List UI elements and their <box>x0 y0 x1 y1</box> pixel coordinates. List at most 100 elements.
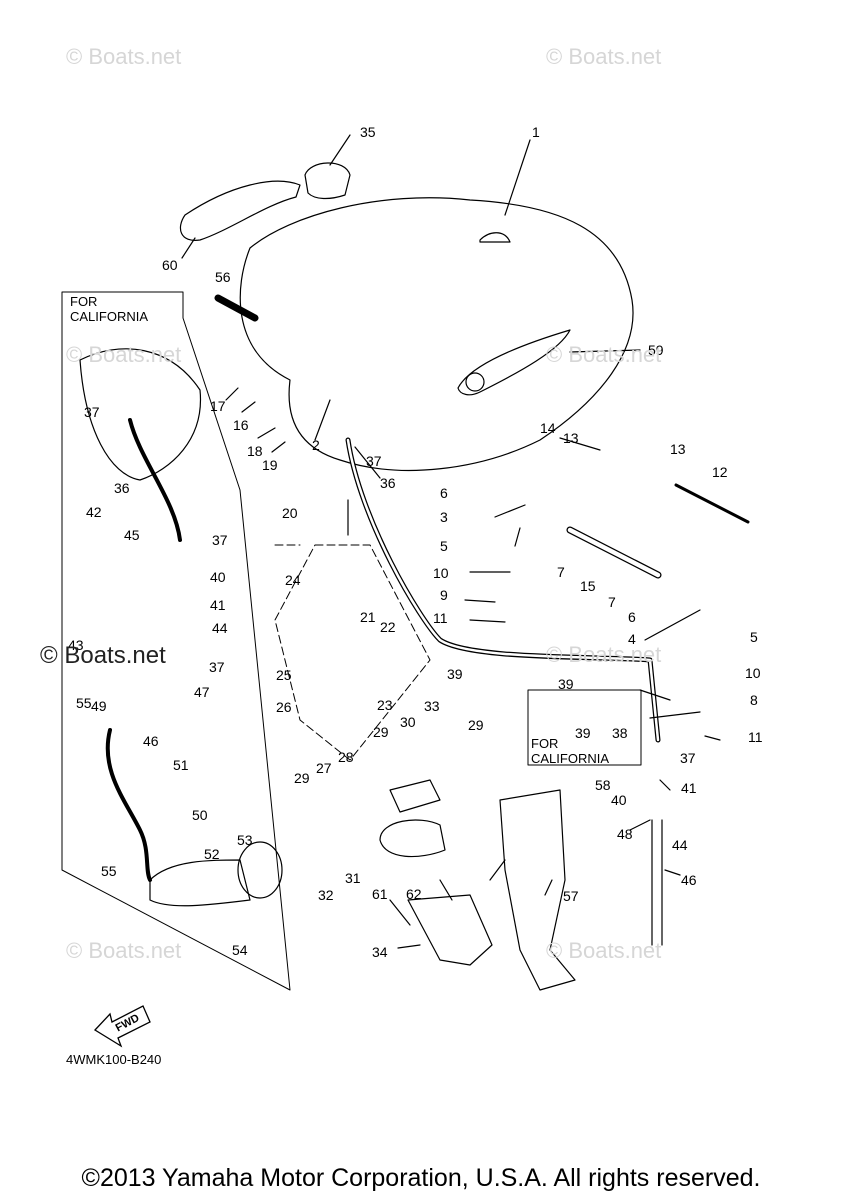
bracket-34 <box>407 894 493 966</box>
copyright-notice: ©2013 Yamaha Motor Corporation, U.S.A. A… <box>81 1164 761 1192</box>
callout-37d: 37 <box>209 659 225 675</box>
hose-46-right <box>651 819 663 946</box>
callout-26: 26 <box>276 699 292 715</box>
callout-40b: 40 <box>611 792 627 808</box>
callout-30: 30 <box>400 714 416 730</box>
callout-11: 11 <box>433 610 448 626</box>
california-label: CALIFORNIA <box>70 309 149 324</box>
callout-6b: 6 <box>628 609 636 625</box>
for-california-label-left: FOR CALIFORNIA <box>70 294 148 324</box>
watermark-mid-left: © Boats.net <box>66 342 182 367</box>
callout-3: 3 <box>440 509 448 525</box>
callout-22: 22 <box>380 619 396 635</box>
california-box-right <box>527 689 642 766</box>
fuel-pump-61 <box>379 819 446 858</box>
callout-29c: 29 <box>468 717 484 733</box>
group-box-20 <box>274 544 431 761</box>
callout-43: 43 <box>68 637 84 653</box>
callout-29b: 29 <box>373 724 389 740</box>
callout-45: 45 <box>124 527 140 543</box>
california-label: CALIFORNIA <box>531 751 610 766</box>
callout-59: 59 <box>648 342 664 358</box>
callout-58: 58 <box>595 777 611 793</box>
watermark-lower-right: © Boats.net <box>546 642 662 667</box>
callout-6: 6 <box>440 485 448 501</box>
callout-16: 16 <box>233 417 249 433</box>
for-california-label-right: FOR CALIFORNIA <box>531 736 609 766</box>
callout-31: 31 <box>345 870 361 886</box>
callout-5: 5 <box>440 538 448 554</box>
for-label: FOR <box>70 294 98 309</box>
callout-5b: 5 <box>750 629 758 645</box>
fuel-cap-35 <box>304 162 351 200</box>
callout-15: 15 <box>580 578 596 594</box>
callout-53: 53 <box>237 832 253 848</box>
callout-17: 17 <box>210 398 226 414</box>
watermark-mid-right: © Boats.net <box>546 342 662 367</box>
callout-32: 32 <box>318 887 334 903</box>
forward-arrow-icon: FWD <box>93 1005 151 1048</box>
watermark-bottom-left: © Boats.net <box>66 938 182 963</box>
callout-33: 33 <box>424 698 440 714</box>
callout-9: 9 <box>440 587 448 603</box>
callout-13b: 13 <box>670 441 686 457</box>
bracket-57 <box>499 789 576 991</box>
callout-39c: 39 <box>575 725 591 741</box>
callout-39b: 39 <box>558 676 574 692</box>
callout-37b: 37 <box>84 404 100 420</box>
callout-2: 2 <box>312 437 320 453</box>
callout-47: 47 <box>194 684 210 700</box>
callout-37e: 37 <box>680 750 696 766</box>
callout-layer: 1 2 3 4 5 5 6 6 7 7 8 9 10 10 11 11 12 1… <box>68 124 763 960</box>
callout-24: 24 <box>285 572 301 588</box>
callout-11b: 11 <box>748 729 763 745</box>
callout-10: 10 <box>433 565 449 581</box>
callout-29: 29 <box>294 770 310 786</box>
tank-emblem <box>457 329 571 396</box>
callout-37c: 37 <box>212 532 228 548</box>
callout-46: 46 <box>143 733 159 749</box>
callout-23: 23 <box>377 697 393 713</box>
callout-34: 34 <box>372 944 388 960</box>
callout-4: 4 <box>628 631 636 647</box>
watermark-top-right: © Boats.net <box>546 44 662 69</box>
bolt-12 <box>674 483 750 524</box>
california-panel-left <box>61 291 291 991</box>
callout-1: 1 <box>532 124 540 140</box>
callout-27: 27 <box>316 760 332 776</box>
callout-40: 40 <box>210 569 226 585</box>
callout-35: 35 <box>360 124 376 140</box>
callout-20: 20 <box>282 505 298 521</box>
callout-55: 55 <box>76 695 92 711</box>
callout-60: 60 <box>162 257 178 273</box>
fuel-tank <box>239 197 634 471</box>
callout-7: 7 <box>557 564 565 580</box>
callout-61: 61 <box>372 886 388 902</box>
watermark-top-left: © Boats.net <box>66 44 182 69</box>
callout-8: 8 <box>750 692 758 708</box>
callout-42: 42 <box>86 504 102 520</box>
tank-cover-60 <box>179 180 301 241</box>
callout-36: 36 <box>380 475 396 491</box>
callout-48: 48 <box>617 826 633 842</box>
for-label: FOR <box>531 736 559 751</box>
callout-50: 50 <box>192 807 208 823</box>
callout-10b: 10 <box>745 665 761 681</box>
callout-37: 37 <box>366 453 382 469</box>
callout-41b: 41 <box>681 780 697 796</box>
callout-41: 41 <box>210 597 226 613</box>
watermark-bottom-right: © Boats.net <box>546 938 662 963</box>
callout-39: 39 <box>447 666 463 682</box>
callout-44: 44 <box>212 620 228 636</box>
callout-36b: 36 <box>114 480 130 496</box>
callout-54: 54 <box>232 942 248 958</box>
callout-18: 18 <box>247 443 263 459</box>
callout-52: 52 <box>204 846 220 862</box>
callout-57: 57 <box>563 888 579 904</box>
callout-46b: 46 <box>681 872 697 888</box>
watermark-dark: © Boats.net <box>40 642 166 669</box>
fuel-filter-30 <box>389 779 441 813</box>
callout-21: 21 <box>360 609 376 625</box>
callout-25: 25 <box>276 667 292 683</box>
